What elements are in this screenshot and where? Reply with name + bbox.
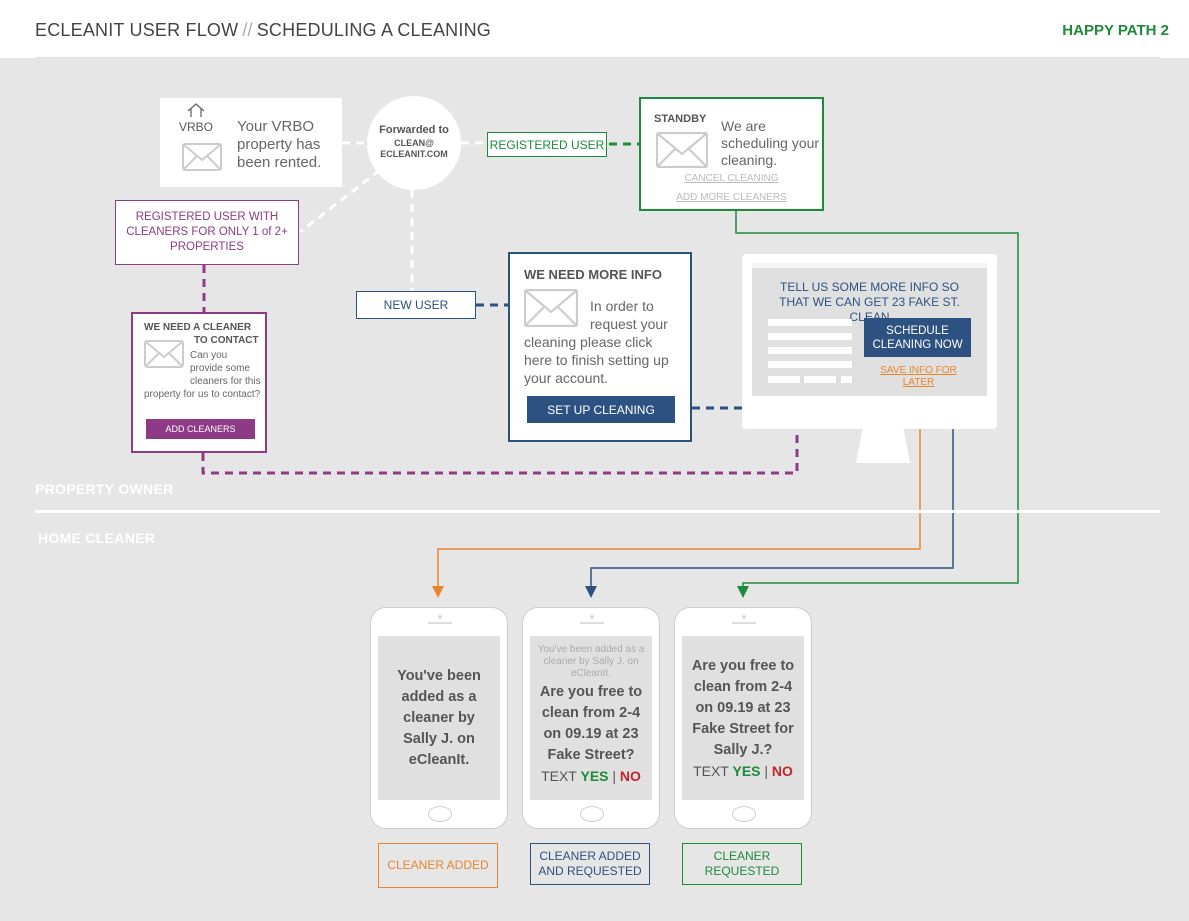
desktop-monitor: TELL US SOME MORE INFO SO THAT WE CAN GE… bbox=[742, 254, 997, 429]
standby-message: We are scheduling your cleaning. bbox=[721, 118, 823, 169]
section-home-cleaner: HOME CLEANER bbox=[38, 530, 156, 546]
white-dashed-connectors bbox=[299, 141, 487, 291]
browser-bar bbox=[752, 263, 987, 268]
add-more-cleaners-link[interactable]: ADD MORE CLEANERS bbox=[676, 192, 787, 203]
forwarded-label: Forwarded to bbox=[379, 124, 449, 136]
option-separator: | bbox=[612, 768, 617, 784]
phone-camera bbox=[438, 615, 442, 619]
need-cleaner-email-card: WE NEED A CLEANER TO CONTACT Can you pro… bbox=[131, 312, 267, 453]
phone-cleaner-added: You've been added as a cleaner by Sally … bbox=[370, 607, 508, 829]
phone-speaker bbox=[580, 622, 604, 624]
no-option[interactable]: NO bbox=[771, 763, 793, 779]
orange-arrow-line bbox=[432, 383, 921, 598]
registered-user-partial-cleaners-label: REGISTERED USER WITH CLEANERS FOR ONLY 1… bbox=[115, 200, 299, 265]
envelope-icon bbox=[524, 289, 578, 327]
title-left: ECLEANIT USER FLOW bbox=[35, 20, 239, 40]
envelope-icon bbox=[144, 340, 184, 368]
standby-email-card: STANDBY We are scheduling your cleaning.… bbox=[639, 97, 824, 211]
schedule-cleaning-now-button[interactable]: SCHEDULE CLEANING NOW bbox=[864, 318, 971, 357]
phone-screen: You've been added as a cleaner by Sally … bbox=[378, 636, 500, 800]
more-info-message-text: In order to request your cleaning please… bbox=[524, 298, 669, 386]
new-user-label: NEW USER bbox=[356, 291, 476, 319]
more-info-title: WE NEED MORE INFO bbox=[524, 267, 662, 282]
form-field[interactable] bbox=[768, 376, 800, 383]
phone-reply-prompt: TEXT YES | NO bbox=[530, 766, 652, 787]
monitor-stand bbox=[856, 429, 910, 463]
phone-message: Are you free to clean from 2-4 on 09.19 … bbox=[691, 658, 795, 758]
form-field[interactable] bbox=[804, 376, 836, 383]
vrbo-notification-card: VRBO Your VRBO property has been rented. bbox=[160, 98, 342, 187]
phone-home-button bbox=[428, 806, 452, 822]
phone-home-button bbox=[580, 806, 604, 822]
page-title: ECLEANIT USER FLOW//SCHEDULING A CLEANIN… bbox=[35, 20, 491, 41]
title-separator: // bbox=[242, 20, 253, 40]
vrbo-logo: VRBO bbox=[178, 102, 214, 133]
title-right: SCHEDULING A CLEANING bbox=[256, 20, 491, 40]
need-cleaner-title-2: TO CONTACT bbox=[194, 335, 259, 346]
monitor-screen: TELL US SOME MORE INFO SO THAT WE CAN GE… bbox=[752, 268, 987, 396]
phone-cleaner-requested: Are you free to clean from 2-4 on 09.19 … bbox=[674, 607, 812, 829]
yes-option[interactable]: YES bbox=[732, 763, 761, 779]
vrbo-logo-text: VRBO bbox=[178, 120, 213, 134]
more-info-message: In order to request your cleaning please… bbox=[524, 297, 680, 387]
yes-option[interactable]: YES bbox=[580, 768, 609, 784]
purple-dashed-connector bbox=[201, 265, 799, 475]
envelope-icon bbox=[656, 132, 708, 168]
cleaner-requested-label: CLEANER REQUESTED bbox=[682, 843, 802, 885]
option-separator: | bbox=[764, 763, 769, 779]
house-icon bbox=[187, 103, 205, 117]
header-divider bbox=[35, 57, 1160, 58]
forwarded-address: CLEAN@ ECLEANIT.COM bbox=[367, 138, 461, 160]
phone-camera bbox=[590, 615, 594, 619]
forwarded-address-user: CLEAN@ bbox=[394, 138, 434, 148]
more-info-email-card: WE NEED MORE INFO In order to request yo… bbox=[508, 252, 692, 442]
phone-screen: Are you free to clean from 2-4 on 09.19 … bbox=[682, 636, 804, 800]
standby-message-text: We are scheduling your cleaning. bbox=[721, 118, 820, 168]
form-field[interactable] bbox=[768, 319, 852, 326]
save-info-for-later-link[interactable]: SAVE INFO FOR LATER bbox=[880, 365, 957, 388]
text-label: TEXT bbox=[693, 763, 729, 779]
phone-message: You've been added as a cleaner by Sally … bbox=[397, 668, 481, 768]
phone-speaker bbox=[732, 622, 756, 624]
no-option[interactable]: NO bbox=[619, 768, 641, 784]
set-up-cleaning-button[interactable]: SET UP CLEANING bbox=[527, 396, 675, 423]
need-cleaner-title: WE NEED A CLEANER bbox=[144, 322, 252, 333]
form-field[interactable] bbox=[768, 361, 852, 368]
phone-cleaner-added-requested: You've been added as a cleaner by Sally … bbox=[522, 607, 660, 829]
need-cleaner-message: Can you provide some cleaners for this p… bbox=[144, 349, 262, 401]
standby-title: STANDBY bbox=[654, 113, 707, 125]
form-field[interactable] bbox=[768, 333, 852, 340]
text-label: TEXT bbox=[541, 768, 577, 784]
blue-dashed-connector bbox=[476, 303, 742, 410]
happy-path-badge: HAPPY PATH 2 bbox=[1062, 22, 1169, 39]
phone-reply-prompt: TEXT YES | NO bbox=[682, 761, 804, 782]
phone-camera bbox=[742, 615, 746, 619]
blue-arrow-line bbox=[585, 358, 954, 598]
cleaner-added-requested-label: CLEANER ADDED AND REQUESTED bbox=[530, 843, 650, 885]
registered-user-label: REGISTERED USER bbox=[487, 132, 607, 157]
forwarded-email-node: Forwarded to CLEAN@ ECLEANIT.COM bbox=[367, 96, 461, 190]
monitor-message: TELL US SOME MORE INFO SO THAT WE CAN GE… bbox=[779, 280, 960, 324]
section-divider bbox=[35, 510, 1160, 513]
form-field[interactable] bbox=[841, 376, 852, 383]
phone-message: Are you free to clean from 2-4 on 09.19 … bbox=[539, 684, 643, 763]
page-header bbox=[0, 0, 1189, 58]
phone-small-message: You've been added as a cleaner by Sally … bbox=[537, 644, 645, 679]
add-cleaners-button[interactable]: ADD CLEANERS bbox=[146, 419, 255, 439]
phone-speaker bbox=[428, 622, 452, 624]
forwarded-address-domain: ECLEANIT.COM bbox=[380, 149, 448, 159]
cleaner-added-label: CLEANER ADDED bbox=[378, 843, 498, 888]
form-field[interactable] bbox=[768, 347, 852, 354]
envelope-icon bbox=[182, 143, 222, 171]
cancel-cleaning-link[interactable]: CANCEL CLEANING bbox=[684, 173, 779, 184]
vrbo-message: Your VRBO property has been rented. bbox=[237, 118, 322, 171]
green-arrow-line bbox=[735, 211, 1019, 598]
need-cleaner-message-text: Can you provide some cleaners for this p… bbox=[144, 350, 261, 400]
section-property-owner: PROPERTY OWNER bbox=[35, 481, 174, 497]
phone-home-button bbox=[732, 806, 756, 822]
phone-screen: You've been added as a cleaner by Sally … bbox=[530, 636, 652, 800]
